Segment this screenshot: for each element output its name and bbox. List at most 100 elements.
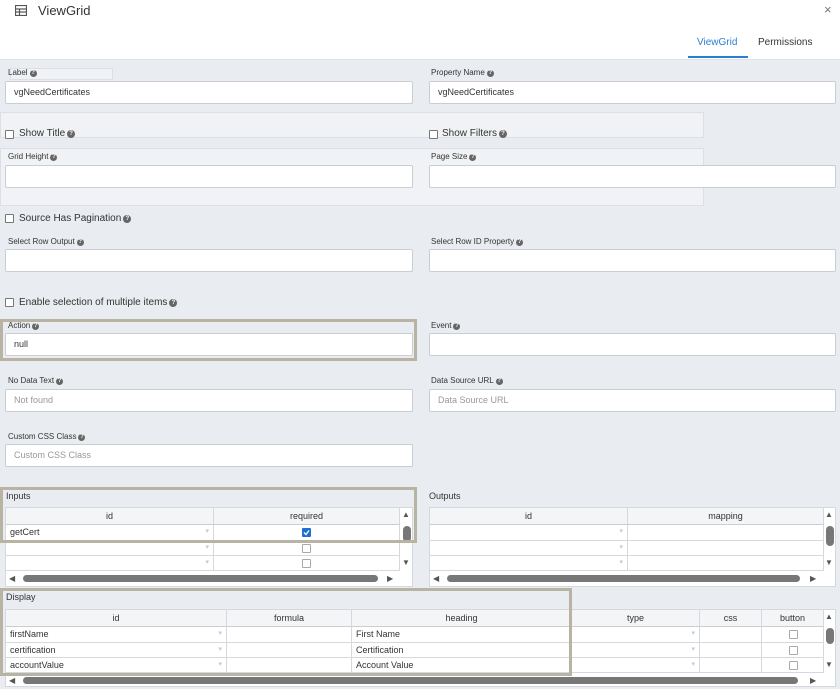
scroll-up-icon[interactable]: ▲ <box>825 510 833 519</box>
label-input[interactable]: vgNeedCertificates <box>5 81 413 104</box>
outputs-col-mapping[interactable]: mapping <box>628 508 824 525</box>
help-icon[interactable]: ? <box>486 70 494 77</box>
help-icon[interactable]: ? <box>499 130 508 138</box>
close-icon[interactable]: × <box>824 2 832 17</box>
type-cell[interactable]: ▾ <box>572 627 700 643</box>
display-col-type[interactable]: type <box>572 610 700 627</box>
scroll-down-icon[interactable]: ▼ <box>402 558 410 567</box>
button-checkbox[interactable] <box>789 646 798 655</box>
scroll-left-icon[interactable]: ◀ <box>9 574 16 583</box>
select-row-output-label: Select Row Output? <box>8 237 84 246</box>
display-highlight <box>0 588 572 676</box>
event-label: Event? <box>431 321 461 330</box>
help-icon[interactable]: ? <box>78 434 86 441</box>
button-cell <box>762 627 824 643</box>
inputs-col-id[interactable]: id <box>6 508 214 525</box>
css-cell[interactable] <box>700 658 762 673</box>
display-col-formula[interactable]: formula <box>227 610 352 627</box>
type-cell[interactable]: ▾ <box>572 643 700 658</box>
action-label: Action? <box>8 321 40 330</box>
table-row[interactable]: ▾ <box>430 556 628 571</box>
help-icon[interactable]: ? <box>516 239 524 246</box>
grid-height-label: Grid Height? <box>8 152 58 161</box>
grid-height-input[interactable] <box>5 165 413 188</box>
mapping-cell[interactable] <box>628 525 824 541</box>
scroll-right-icon[interactable]: ▶ <box>810 676 817 685</box>
button-checkbox[interactable] <box>789 630 798 639</box>
horizontal-scrollbar[interactable] <box>447 575 800 582</box>
mapping-cell[interactable] <box>628 556 824 571</box>
help-icon[interactable]: ? <box>76 239 84 246</box>
css-cell[interactable] <box>700 627 762 643</box>
required-checkbox[interactable] <box>302 528 311 537</box>
scroll-up-icon[interactable]: ▲ <box>402 510 410 519</box>
help-icon[interactable]: ? <box>469 154 477 161</box>
scroll-left-icon[interactable]: ◀ <box>433 574 440 583</box>
formula-cell[interactable] <box>227 627 352 643</box>
type-cell[interactable]: ▾ <box>572 658 700 673</box>
scroll-down-icon[interactable]: ▼ <box>825 660 833 669</box>
inputs-title: Inputs <box>6 491 31 501</box>
horizontal-scrollbar[interactable] <box>23 575 378 582</box>
vertical-scrollbar[interactable] <box>826 628 834 644</box>
scroll-up-icon[interactable]: ▲ <box>825 612 833 621</box>
outputs-title: Outputs <box>429 491 461 501</box>
help-icon[interactable]: ? <box>32 323 40 330</box>
table-row[interactable]: certification▾ <box>6 643 227 658</box>
source-has-pagination-label: Source Has Pagination? <box>19 213 132 224</box>
mapping-cell[interactable] <box>628 541 824 556</box>
help-icon[interactable]: ? <box>29 70 37 77</box>
help-icon[interactable]: ? <box>495 378 503 385</box>
select-row-id-property-label: Select Row ID Property? <box>431 237 524 246</box>
select-row-output-input[interactable] <box>5 249 413 272</box>
show-filters-checkbox[interactable] <box>429 130 438 139</box>
formula-cell[interactable] <box>227 658 352 673</box>
tab-viewgrid[interactable]: ViewGrid <box>697 37 738 48</box>
display-col-button[interactable]: button <box>762 610 824 627</box>
vertical-scrollbar[interactable] <box>826 526 834 546</box>
table-row[interactable]: firstName▾ <box>6 627 227 643</box>
css-cell[interactable] <box>700 643 762 658</box>
vertical-scrollbar[interactable] <box>403 526 411 542</box>
no-data-text-input[interactable]: Not found <box>5 389 413 412</box>
data-source-url-input[interactable]: Data Source URL <box>429 389 836 412</box>
property-name-input[interactable]: vgNeedCertificates <box>429 81 836 104</box>
custom-css-class-input[interactable]: Custom CSS Class <box>5 444 413 467</box>
horizontal-scrollbar[interactable] <box>23 677 798 684</box>
required-cell <box>214 541 400 556</box>
formula-cell[interactable] <box>227 643 352 658</box>
source-has-pagination-checkbox[interactable] <box>5 214 14 223</box>
table-row[interactable]: accountValue▾ <box>6 658 227 673</box>
help-icon[interactable]: ? <box>50 154 58 161</box>
scroll-left-icon[interactable]: ◀ <box>9 676 16 685</box>
help-icon[interactable]: ? <box>67 130 76 138</box>
table-row[interactable]: ▾ <box>430 525 628 541</box>
required-checkbox[interactable] <box>302 559 311 568</box>
table-row[interactable]: ▾ <box>6 541 214 556</box>
scroll-right-icon[interactable]: ▶ <box>387 574 394 583</box>
button-checkbox[interactable] <box>789 661 798 670</box>
help-icon[interactable]: ? <box>453 323 461 330</box>
outputs-col-id[interactable]: id <box>430 508 628 525</box>
enable-multiple-selection-checkbox[interactable] <box>5 298 14 307</box>
scroll-right-icon[interactable]: ▶ <box>810 574 817 583</box>
display-col-css[interactable]: css <box>700 610 762 627</box>
display-col-id[interactable]: id <box>6 610 227 627</box>
required-checkbox[interactable] <box>302 544 311 553</box>
table-row[interactable]: ▾ <box>430 541 628 556</box>
property-name-label: Property Name? <box>431 68 494 77</box>
help-icon[interactable]: ? <box>169 299 178 307</box>
event-input[interactable] <box>429 333 836 356</box>
tab-permissions[interactable]: Permissions <box>758 37 813 48</box>
action-input[interactable]: null <box>5 333 413 356</box>
show-title-checkbox[interactable] <box>5 130 14 139</box>
outputs-grid: id mapping ▾ ▾ ▾ ▲ ▼ ◀ ▶ <box>429 507 836 587</box>
help-icon[interactable]: ? <box>56 378 64 385</box>
select-row-id-property-input[interactable] <box>429 249 836 272</box>
table-row[interactable]: ▾ <box>6 556 214 571</box>
help-icon[interactable]: ? <box>123 215 132 223</box>
page-size-input[interactable] <box>429 165 836 188</box>
inputs-col-required[interactable]: required <box>214 508 400 525</box>
scroll-down-icon[interactable]: ▼ <box>825 558 833 567</box>
grid-icon <box>15 5 27 16</box>
